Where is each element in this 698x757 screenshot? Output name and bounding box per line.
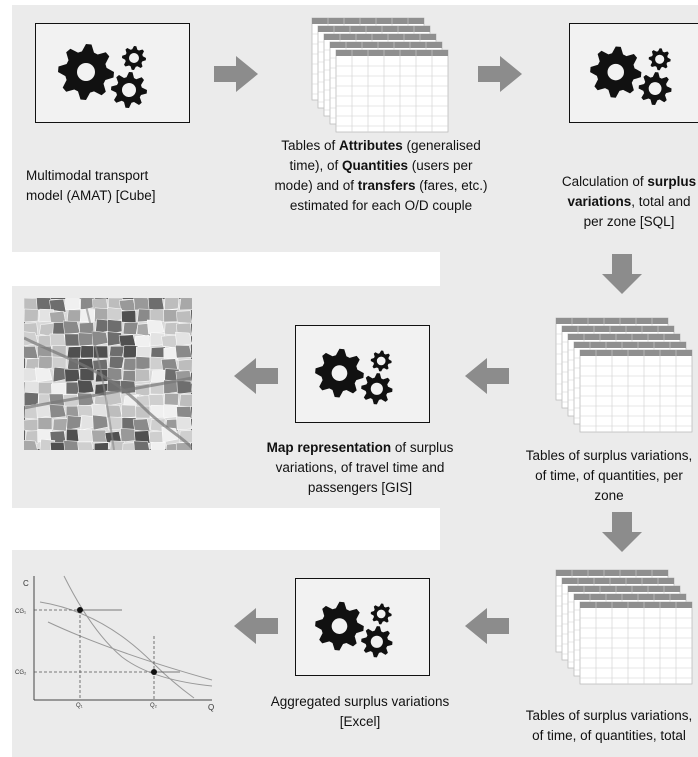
caption-line: time), of Quantities (users per (289, 158, 473, 173)
calculation-caption: Calculation of surplus variations, total … (544, 172, 698, 232)
band-row-2-right (440, 508, 698, 550)
table-stack-icon-total (555, 569, 693, 685)
right-arrow-icon (214, 56, 258, 92)
caption-line: Aggregated surplus variations (270, 694, 450, 709)
cost-curve-2 (47, 621, 213, 681)
map-caption: Map representation of surplus variations,… (230, 438, 490, 498)
demand-curve (63, 575, 213, 687)
tables-attributes-caption: Tables of Attributes (generalised time), … (256, 136, 506, 216)
left-arrow-icon (234, 608, 278, 644)
caption-line: variations, total and (567, 194, 691, 209)
gears-icon-calculation (569, 23, 698, 123)
caption-line: Tables of surplus variations, (525, 448, 693, 463)
tables-total-caption: Tables of surplus variations, of time, of… (514, 706, 698, 746)
caption-line: Tables of Attributes (generalised (281, 138, 481, 153)
caption-line: mode) and of transfers (fares, etc.) (274, 178, 488, 193)
down-arrow-icon (602, 512, 642, 552)
caption-line: Calculation of surplus (561, 174, 697, 189)
caption-line: per zone [SQL] (583, 214, 675, 229)
down-arrow-icon (602, 254, 642, 294)
caption-line: estimated for each O/D couple (289, 198, 473, 213)
chart-x-tick-2: Q₂ (150, 703, 158, 709)
aggregated-caption: Aggregated surplus variations [Excel] (230, 692, 490, 732)
model-caption: Multimodal transport model (AMAT) [Cube] (26, 168, 156, 203)
chart-y-axis-label: C (23, 579, 29, 588)
chart-y-tick-1: CG₁ (15, 609, 26, 615)
caption-line: passengers [GIS] (307, 480, 413, 495)
band-row-1-right (440, 252, 698, 286)
map-thumbnail (24, 298, 192, 450)
equilibrium-point-1 (77, 607, 83, 613)
caption-line: variations, of travel time and (275, 460, 445, 475)
chart-y-tick-2: CG₂ (15, 670, 27, 676)
gears-icon-map (295, 325, 430, 423)
surplus-curve-chart: C Q CG₁ CG₂ Q₁ Q₂ (15, 575, 214, 712)
chart-x-axis-label: Q (208, 703, 214, 712)
left-arrow-icon (465, 358, 509, 394)
left-arrow-icon (465, 608, 509, 644)
table-stack-icon-per-zone (555, 317, 693, 433)
equilibrium-point-2 (151, 669, 157, 675)
caption-line: zone (594, 488, 624, 503)
caption-line: Map representation of surplus (266, 440, 454, 455)
cost-curve-1 (39, 601, 195, 699)
right-arrow-icon (478, 56, 522, 92)
table-stack-icon-attributes (311, 17, 449, 133)
caption-line: of time, of quantities, per (535, 468, 683, 483)
caption-line: Tables of surplus variations, (525, 708, 693, 723)
caption-line: [Excel] (339, 714, 381, 729)
chart-x-tick-1: Q₁ (76, 703, 83, 709)
gears-icon-model (35, 23, 190, 123)
caption-line: of time, of quantities, total (532, 728, 686, 743)
left-arrow-icon (234, 358, 278, 394)
tables-per-zone-caption: Tables of surplus variations, of time, of… (514, 446, 698, 506)
gears-icon-aggregated (295, 578, 430, 676)
